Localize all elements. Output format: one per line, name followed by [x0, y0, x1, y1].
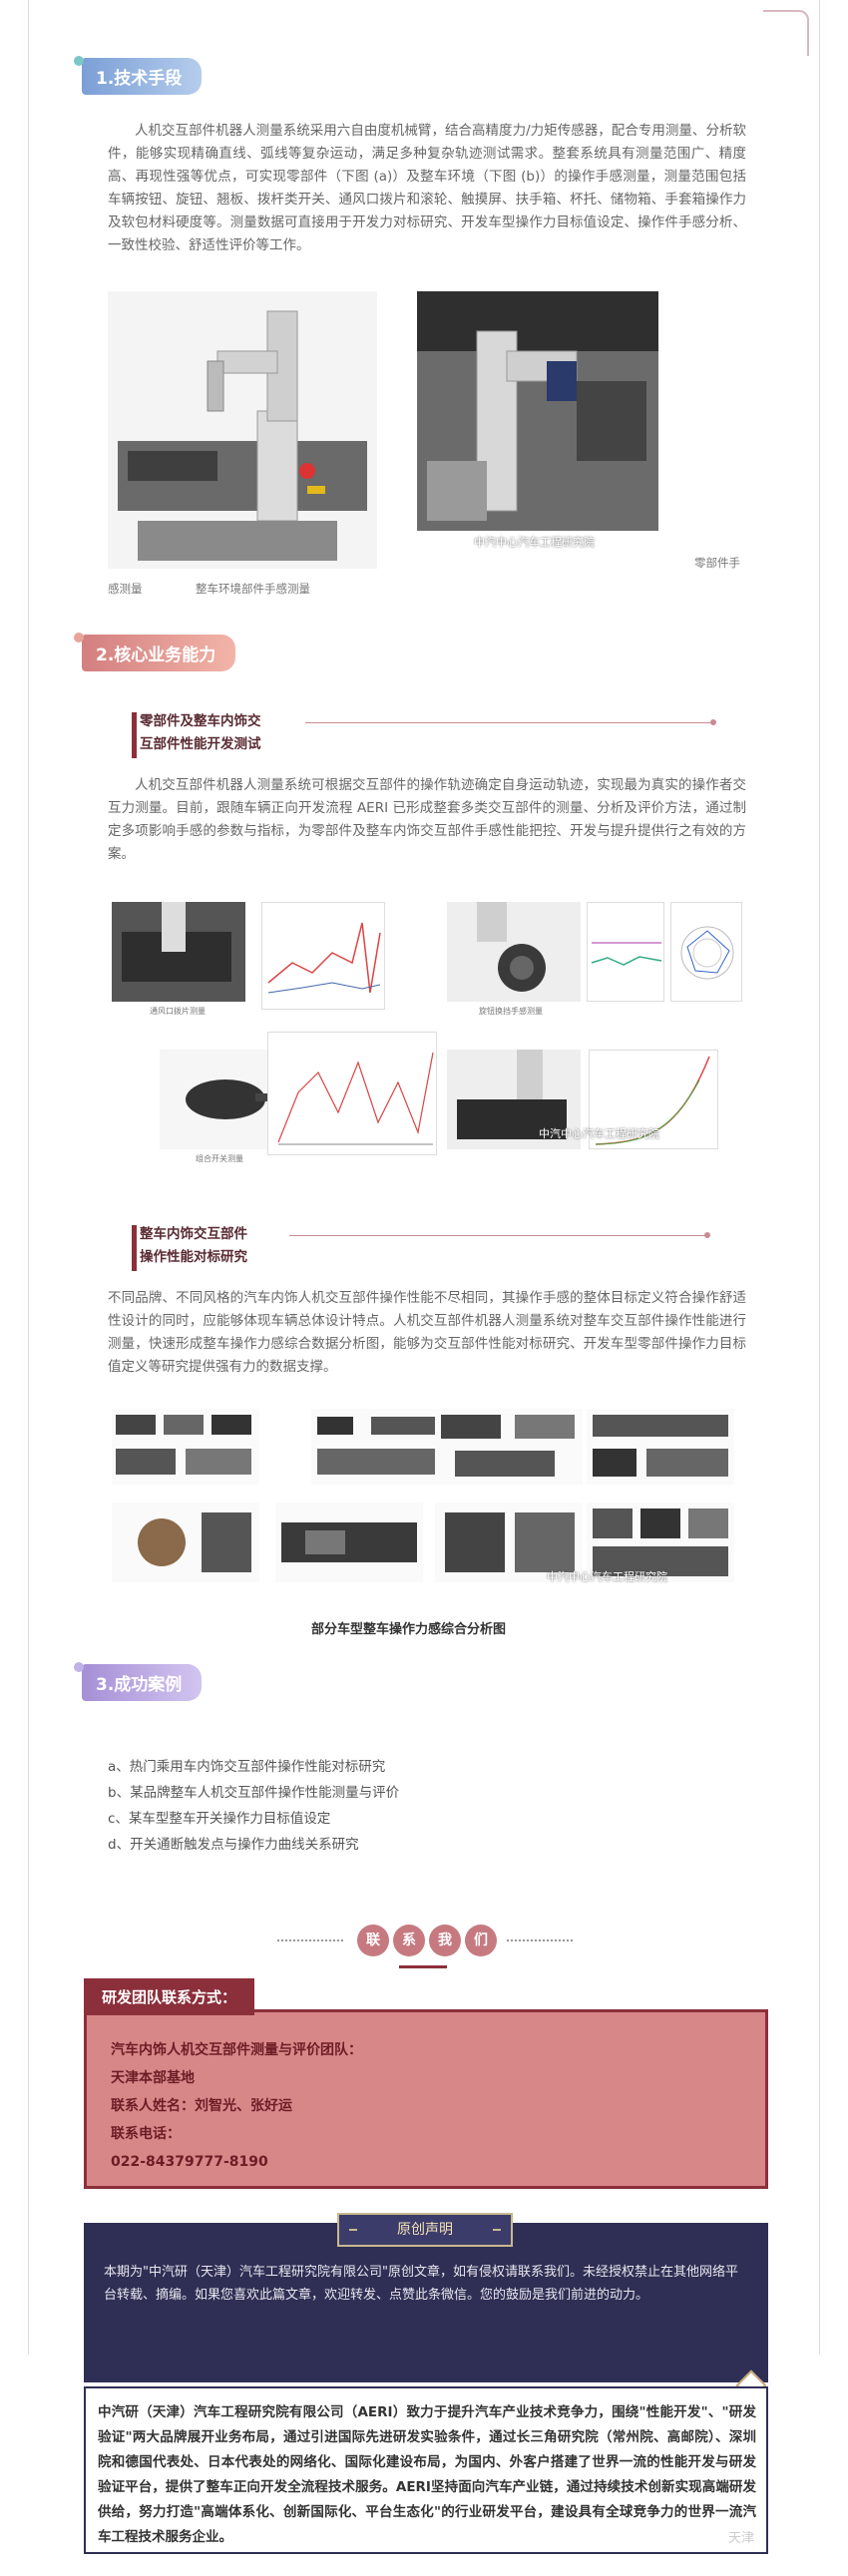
vent-measure-photo: [112, 902, 245, 1002]
dot-icon: [74, 633, 84, 643]
section-1-tag: 1.技术手段: [82, 58, 203, 95]
knob-caption: 旋钮换挡手感测量: [479, 1007, 543, 1016]
radar-chart: [670, 902, 742, 1002]
grid-caption: 部分车型整车操作力感综合分析图: [311, 1622, 507, 1637]
vent-caption: 通风口拨片测量: [150, 1007, 206, 1016]
force-curve-chart-2: [587, 902, 664, 1002]
dotted-rule-left: [277, 1939, 343, 1941]
case-list: a、热门乘用车内饰交互部件操作性能对标研究 b、某品牌整车人机交互部件操作性能测…: [108, 1754, 399, 1858]
contact-char: 们: [465, 1925, 497, 1956]
contact-heading: 联 系 我 们: [277, 1921, 577, 1960]
heading-rule-dot: [704, 1232, 710, 1238]
corner-ornament-top-right: [763, 10, 809, 56]
original-statement-box: 原创声明 本期为"中汽研（天津）汽车工程研究院有限公司"原创文章，如有侵权请联系…: [84, 2213, 768, 2401]
dotted-rule-right: [507, 1939, 573, 1941]
stalk-caption: 组合开关测量: [196, 1154, 243, 1163]
company-intro-text: 中汽研（天津）汽车工程研究院有限公司（AERI）致力于提升汽车产业技术竞争力，围…: [98, 2404, 756, 2545]
subsection-2-heading: 整车内饰交互部件 操作性能对标研究: [132, 1223, 247, 1271]
contact-underline: [399, 1965, 447, 1968]
contact-phone-label: 联系电话：: [111, 2126, 181, 2142]
analysis-thumbnail: [311, 1409, 459, 1485]
caption-a-left: 感测量: [108, 582, 143, 596]
team-contact-label: 研发团队联系方式：: [84, 1978, 255, 2015]
heading-rule: [289, 1235, 708, 1236]
subsection-1-title-line2: 互部件性能开发测试: [140, 736, 261, 752]
footer-badge: 天津: [727, 2531, 754, 2546]
contact-char: 我: [429, 1925, 461, 1956]
section-1-title: 1.技术手段: [96, 69, 183, 89]
section-2-paragraph-1: 人机交互部件机器人测量系统可根据交互部件的操作轨迹确定自身运动轨迹，实现最为真实…: [108, 777, 746, 862]
section-2-paragraph-2: 不同品牌、不同风格的汽车内饰人机交互部件操作性能不尽相同，其操作手感的整体目标定…: [108, 1290, 746, 1375]
team-name: 汽车内饰人机交互部件测量与评价团队：: [111, 2042, 362, 2058]
caption-a-right: 零部件手: [694, 556, 740, 570]
watermark-text-3: 中汽中心汽车工程研究院: [547, 1570, 667, 1583]
knob-measure-photo: [447, 902, 581, 1002]
original-statement-text: 本期为"中汽研（天津）汽车工程研究院有限公司"原创文章，如有侵权请联系我们。未经…: [104, 2265, 738, 2303]
original-statement-tag: 原创声明: [337, 2213, 513, 2247]
section-2-title: 2.核心业务能力: [96, 645, 216, 665]
watermark-text: 中汽中心汽车工程研究院: [474, 536, 595, 549]
robot-arm-photo-b: [417, 291, 658, 531]
armrest-measure-photo: [447, 1050, 581, 1149]
analysis-thumbnail: [435, 1409, 583, 1485]
watermark-text-2: 中汽中心汽车工程研究院: [539, 1127, 659, 1140]
subsection-1-heading: 零部件及整车内饰交 互部件性能开发测试: [132, 710, 261, 758]
section-2-tag: 2.核心业务能力: [82, 635, 236, 671]
list-item: a、热门乘用车内饰交互部件操作性能对标研究: [108, 1759, 386, 1775]
dot-icon: [74, 56, 84, 66]
stiffness-chart: [589, 1050, 718, 1149]
contact-char: 联: [357, 1925, 389, 1956]
analysis-thumbnail: [435, 1503, 583, 1582]
contact-person: 联系人姓名：刘智光、张好运: [111, 2098, 292, 2114]
team-base: 天津本部基地: [111, 2070, 195, 2086]
force-travel-chart: [267, 1032, 437, 1155]
caption-b: 整车环境部件手感测量: [196, 582, 310, 596]
analysis-thumbnail: [275, 1503, 423, 1582]
subsection-2-title-line1: 整车内饰交互部件: [140, 1226, 247, 1242]
heading-rule: [305, 722, 714, 723]
analysis-thumbnail: [587, 1503, 734, 1582]
heading-bar: [132, 712, 137, 758]
company-intro-box: 中汽研（天津）汽车工程研究院有限公司（AERI）致力于提升汽车产业技术竞争力，围…: [84, 2386, 768, 2554]
force-curve-chart-1: [261, 902, 385, 1010]
analysis-thumbnail: [587, 1409, 734, 1485]
list-item: c、某车型整车开关操作力目标值设定: [108, 1811, 331, 1827]
section-3-tag: 3.成功案例: [82, 1664, 203, 1701]
section-3-title: 3.成功案例: [96, 1675, 183, 1695]
list-item: b、某品牌整车人机交互部件操作性能测量与评价: [108, 1785, 400, 1801]
heading-rule-dot: [710, 719, 716, 725]
section-1-paragraph: 人机交互部件机器人测量系统采用六自由度机械臂，结合高精度力/力矩传感器，配合专用…: [108, 123, 746, 253]
analysis-thumbnail: [112, 1503, 259, 1582]
list-item: d、开关通断触发点与操作力曲线关系研究: [108, 1837, 359, 1853]
contact-char: 系: [393, 1925, 425, 1956]
analysis-thumbnail: [112, 1409, 259, 1485]
team-contact-box: 汽车内饰人机交互部件测量与评价团队： 天津本部基地 联系人姓名：刘智光、张好运 …: [84, 2009, 768, 2189]
contact-phone: 022-84379777-8190: [111, 2154, 268, 2170]
subsection-1-title-line1: 零部件及整车内饰交: [140, 713, 261, 729]
dot-icon: [74, 1662, 84, 1672]
robot-arm-photo-a: [108, 291, 377, 569]
subsection-2-title-line2: 操作性能对标研究: [140, 1249, 247, 1265]
heading-bar: [132, 1225, 137, 1271]
